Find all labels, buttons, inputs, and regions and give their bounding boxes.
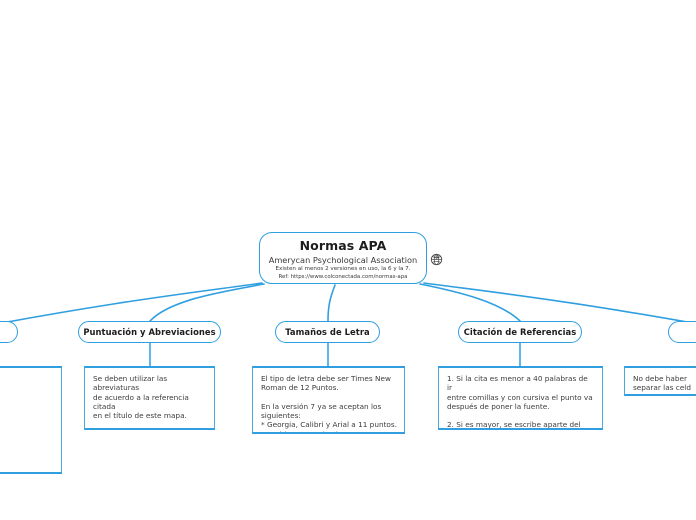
edge-root-puntuacion bbox=[149, 283, 265, 322]
content-box-tablas[interactable]: No debe haber separar las celd bbox=[624, 366, 696, 396]
root-reference: Ref: https://www.colconectada.com/normas… bbox=[278, 274, 408, 281]
content-text-citacion: 1. Si la cita es menor a 40 palabras de … bbox=[447, 374, 593, 430]
root-note: Existen al menos 2 versiones en uso, la … bbox=[275, 266, 411, 272]
content-text-tablas: No debe haber separar las celd bbox=[633, 374, 691, 393]
root-node[interactable]: Normas APA Amerycan Psychological Associ… bbox=[259, 232, 427, 284]
topic-label-citacion: Citación de Referencias bbox=[463, 327, 577, 337]
content-box-tamanos[interactable]: El tipo de letra debe ser Times New Roma… bbox=[252, 366, 405, 434]
topic-node-citacion[interactable]: Citación de Referencias bbox=[458, 321, 582, 343]
content-box-formato[interactable]: rta" oble. l" deben ore en el s" tercera… bbox=[0, 366, 62, 474]
globe-icon[interactable] bbox=[430, 253, 443, 266]
content-text-formato: rta" oble. l" deben ore en el s" tercera… bbox=[0, 374, 54, 472]
topic-node-formato[interactable]: ato bbox=[0, 321, 18, 343]
topic-node-puntuacion[interactable]: Puntuación y Abreviaciones bbox=[78, 321, 221, 343]
topic-label-tamanos: Tamaños de Letra bbox=[285, 327, 370, 337]
content-text-tamanos: El tipo de letra debe ser Times New Roma… bbox=[261, 374, 398, 432]
edge-root-tamanos bbox=[327, 284, 336, 322]
root-subtitle: Amerycan Psychological Association bbox=[268, 255, 418, 265]
root-title: Normas APA bbox=[299, 238, 387, 253]
topic-node-tamanos[interactable]: Tamaños de Letra bbox=[275, 321, 380, 343]
topic-node-tablas[interactable]: Tab bbox=[668, 321, 696, 343]
edge-root-citacion bbox=[419, 283, 521, 322]
topic-label-puntuacion: Puntuación y Abreviaciones bbox=[83, 327, 216, 337]
content-text-puntuacion: Se deben utilizar las abreviaturas de ac… bbox=[93, 374, 189, 421]
content-box-puntuacion[interactable]: Se deben utilizar las abreviaturas de ac… bbox=[84, 366, 215, 430]
content-box-citacion[interactable]: 1. Si la cita es menor a 40 palabras de … bbox=[438, 366, 603, 430]
